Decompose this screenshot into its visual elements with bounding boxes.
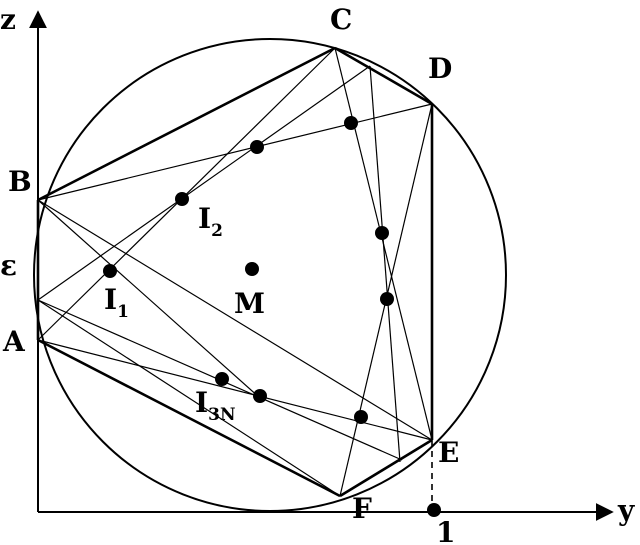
vertex-f-label: F — [352, 492, 372, 525]
point-upper-1 — [250, 140, 264, 154]
point-m — [245, 262, 259, 276]
center-m-label: M — [234, 287, 265, 320]
i3n-label: I3N — [195, 386, 235, 425]
construction-lines — [37, 47, 433, 497]
point-i3n — [215, 372, 229, 386]
circumcircle — [33, 38, 507, 512]
vertex-e-label: E — [438, 436, 459, 469]
points — [103, 116, 441, 517]
vertex-c-label: C — [330, 3, 352, 36]
point-unit — [427, 503, 441, 517]
point-right-2 — [380, 292, 394, 306]
epsilon-label: ε — [0, 249, 17, 282]
point-upper-2 — [344, 116, 358, 130]
unit-label: 1 — [436, 516, 455, 545]
point-right-1 — [375, 226, 389, 240]
i2-label: I2 — [198, 202, 223, 241]
vertex-b-label: B — [8, 165, 32, 198]
point-i1 — [103, 264, 117, 278]
z-axis-label: z — [0, 3, 16, 36]
edge-c-d — [334, 46, 433, 106]
edge-e-f — [339, 438, 433, 498]
point-lower-1 — [253, 389, 267, 403]
edge-f-a — [37, 338, 341, 498]
i1-label: I1 — [104, 283, 129, 322]
vertex-a-label: A — [2, 325, 26, 358]
y-axis-label: y — [617, 494, 635, 527]
point-i2 — [175, 192, 189, 206]
vertex-d-label: D — [428, 52, 452, 85]
point-lower-2 — [354, 410, 368, 424]
